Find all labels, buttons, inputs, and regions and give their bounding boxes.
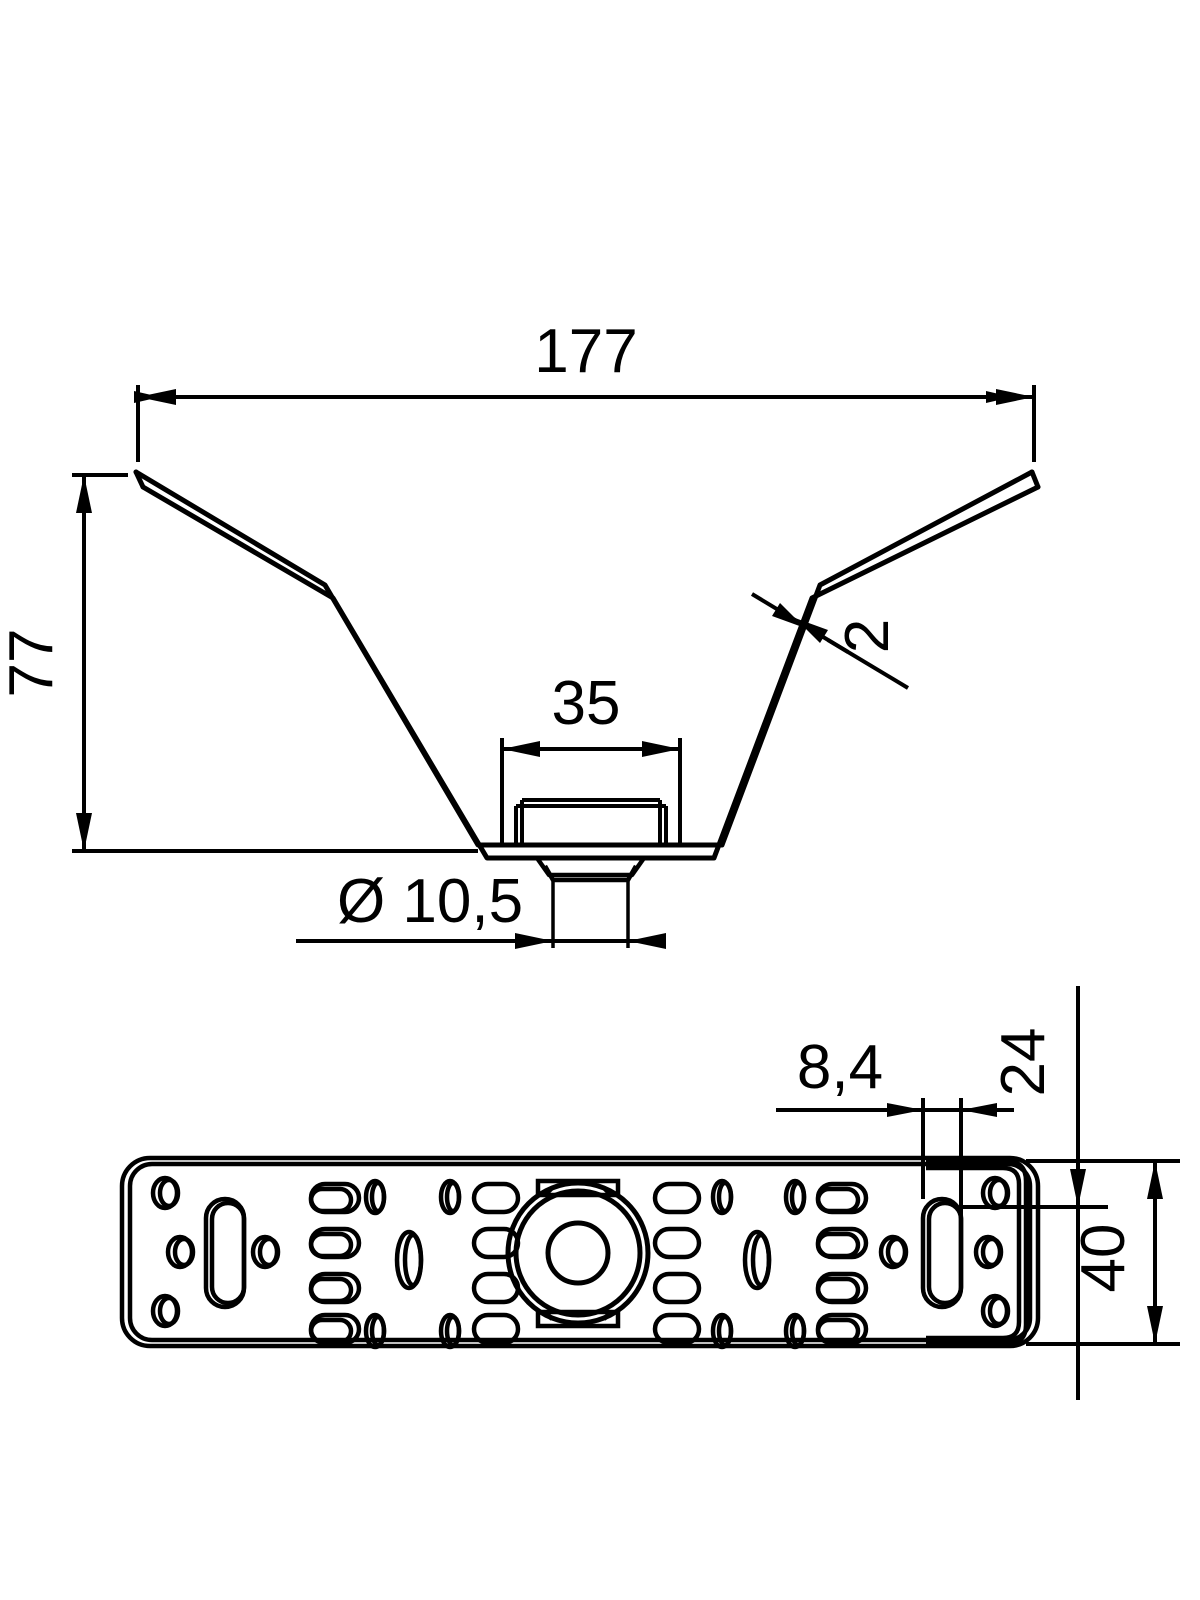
dimension-hole-diameter: Ø 10,5 <box>296 867 666 949</box>
dimension-8-4-label: 8,4 <box>797 1033 883 1102</box>
plate-outline <box>119 1155 1041 1349</box>
perforation-pattern-left <box>308 1178 521 1350</box>
dimension-177-label: 177 <box>534 317 637 386</box>
pill-slot-column-c <box>652 1181 702 1346</box>
dimension-2-thickness: 2 <box>750 592 910 690</box>
dimension-hole-diameter-label: Ø 10,5 <box>337 867 523 936</box>
dimension-77: 77 <box>0 473 478 853</box>
dimension-77-label: 77 <box>0 629 66 698</box>
bottom-view-group: 8,4 24 40 <box>119 986 1180 1400</box>
center-boss-tabs <box>535 1178 621 1329</box>
center-axis-line <box>551 880 630 948</box>
dimension-177: 177 <box>134 317 1036 462</box>
dimension-40-label: 40 <box>1069 1224 1138 1293</box>
dimension-35: 35 <box>500 669 682 845</box>
v-profile-outline <box>133 469 1041 861</box>
dimension-8-4: 8,4 <box>776 1033 1014 1248</box>
pill-slot-column-d <box>815 1181 869 1346</box>
pill-slot-column-b <box>471 1181 521 1346</box>
lower-boss <box>535 856 646 883</box>
center-boss-block <box>514 798 668 845</box>
front-view-group: 177 77 2 <box>0 317 1041 949</box>
left-end-features <box>150 1175 281 1329</box>
dimension-35-label: 35 <box>552 669 621 738</box>
perforation-pattern-right <box>652 1178 869 1350</box>
pill-slot-column-a <box>308 1181 362 1346</box>
dimension-2-label: 2 <box>833 619 902 653</box>
dimension-40: 40 <box>1026 1159 1180 1346</box>
center-circular-boss <box>505 1180 651 1326</box>
dimension-24-label: 24 <box>989 1028 1058 1097</box>
right-end-features <box>878 1158 1029 1347</box>
